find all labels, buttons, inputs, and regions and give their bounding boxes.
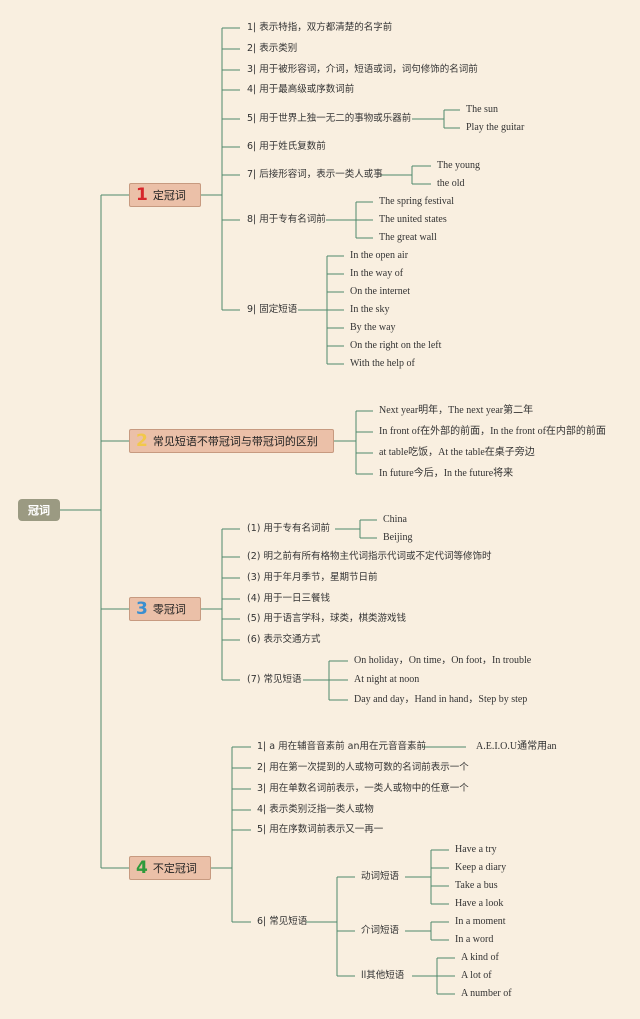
example-leaf[interactable]: Take a bus xyxy=(455,880,498,891)
example-leaf[interactable]: A kind of xyxy=(461,952,499,963)
branch-phrase-difference[interactable]: 2 常见短语不带冠词与带冠词的区别 xyxy=(129,429,334,453)
branch-label: 定冠词 xyxy=(152,189,186,202)
indefinite-item[interactable]: 2| 用在第一次提到的人或物可数的名词前表示一个 xyxy=(257,762,469,773)
indefinite-item[interactable]: 3| 用在单数名词前表示，一类人或物中的任意一个 xyxy=(257,783,469,794)
example-leaf[interactable]: The great wall xyxy=(379,232,437,243)
example-leaf[interactable]: The spring festival xyxy=(379,196,454,207)
example-leaf[interactable]: On the internet xyxy=(350,286,410,297)
branch-number: 1 xyxy=(136,185,148,205)
phrase-group-label[interactable]: ll其他短语 xyxy=(361,970,405,981)
zero-item[interactable]: (7) 常见短语 xyxy=(247,674,302,685)
example-leaf[interactable]: Keep a diary xyxy=(455,862,507,873)
phrase-group-label[interactable]: 动词短语 xyxy=(361,871,400,882)
definite-item[interactable]: 4| 用于最高级或序数词前 xyxy=(247,84,355,95)
zero-item[interactable]: (5) 用于语言学科，球类，棋类游戏钱 xyxy=(247,613,406,624)
example-leaf[interactable]: In the open air xyxy=(350,250,409,261)
example-leaf[interactable]: The young xyxy=(437,160,481,171)
branch-zero-article[interactable]: 3 零冠词 xyxy=(129,597,201,621)
branch-indefinite-article[interactable]: 4 不定冠词 xyxy=(129,856,211,880)
phrase-item[interactable]: at table吃饭，At the table在桌子旁边 xyxy=(379,447,535,458)
example-leaf[interactable]: China xyxy=(383,514,407,525)
root-label: 冠词 xyxy=(28,504,50,517)
example-leaf[interactable]: Beijing xyxy=(383,532,413,543)
example-leaf[interactable]: Play the guitar xyxy=(466,122,525,133)
example-leaf[interactable]: In a word xyxy=(455,934,494,945)
phrase-group-label[interactable]: 介词短语 xyxy=(361,925,400,936)
zero-item[interactable]: (2) 明之前有所有格物主代词指示代词或不定代词等修饰时 xyxy=(247,551,492,562)
definite-item[interactable]: 8| 用于专有名词前 xyxy=(247,214,326,225)
definite-item[interactable]: 1| 表示特指，双方都清楚的名字前 xyxy=(247,22,393,33)
phrase-item[interactable]: In future今后，In the future将来 xyxy=(379,468,514,479)
branch-number: 3 xyxy=(136,599,148,619)
example-leaf[interactable]: the old xyxy=(437,178,465,189)
example-leaf[interactable]: A lot of xyxy=(461,970,492,981)
indefinite-item[interactable]: 5| 用在序数词前表示又一再一 xyxy=(257,824,384,835)
example-leaf[interactable]: The united states xyxy=(379,214,447,225)
zero-item[interactable]: (6) 表示交通方式 xyxy=(247,634,321,645)
branch-label: 零冠词 xyxy=(152,603,186,616)
example-leaf[interactable]: A.E.I.O.U通常用an xyxy=(476,741,557,752)
definite-item[interactable]: 2| 表示类别 xyxy=(247,43,298,54)
example-leaf[interactable]: In the sky xyxy=(350,304,390,315)
phrase-item[interactable]: Next year明年，The next year第二年 xyxy=(379,405,534,416)
example-leaf[interactable]: With the help of xyxy=(350,358,415,369)
example-leaf[interactable]: By the way xyxy=(350,322,396,333)
zero-item[interactable]: (1) 用于专有名词前 xyxy=(247,523,330,534)
root-node[interactable]: 冠词 xyxy=(18,499,60,521)
indefinite-item[interactable]: 1| a 用在辅音音素前 an用在元音音素前 xyxy=(257,741,426,752)
example-leaf[interactable]: A number of xyxy=(461,988,512,999)
example-leaf[interactable]: The sun xyxy=(466,104,498,115)
example-leaf[interactable]: On holiday，On time，On foot，In trouble xyxy=(354,655,532,666)
example-leaf[interactable]: Have a try xyxy=(455,844,497,855)
branch-label: 常见短语不带冠词与带冠词的区别 xyxy=(152,435,318,448)
branch-number: 4 xyxy=(136,858,148,878)
branch-number: 2 xyxy=(136,431,148,451)
example-leaf[interactable]: Have a look xyxy=(455,898,504,909)
example-leaf[interactable]: On the right on the left xyxy=(350,340,442,351)
example-leaf[interactable]: Day and day，Hand in hand，Step by step xyxy=(354,694,528,705)
definite-item[interactable]: 3| 用于被形容词，介词，短语或词，词句修饰的名词前 xyxy=(247,64,478,75)
branch-label: 不定冠词 xyxy=(152,862,197,875)
phrase-item[interactable]: In front of在外部的前面，In the front of在内部的前面 xyxy=(379,426,606,437)
example-leaf[interactable]: At night at noon xyxy=(354,674,420,685)
definite-item[interactable]: 7| 后接形容词，表示一类人或事 xyxy=(247,169,383,180)
example-leaf[interactable]: In a moment xyxy=(455,916,506,927)
indefinite-item[interactable]: 6| 常见短语 xyxy=(257,916,308,927)
definite-item[interactable]: 9| 固定短语 xyxy=(247,304,298,315)
zero-item[interactable]: (4) 用于一日三餐钱 xyxy=(247,593,330,604)
indefinite-item[interactable]: 4| 表示类别泛指一类人或物 xyxy=(257,804,374,815)
definite-item[interactable]: 5| 用于世界上独一无二的事物或乐器前 xyxy=(247,113,412,124)
zero-item[interactable]: (3) 用于年月季节，星期节日前 xyxy=(247,572,378,583)
example-leaf[interactable]: In the way of xyxy=(350,268,404,279)
definite-item[interactable]: 6| 用于姓氏复数前 xyxy=(247,141,326,152)
branch-definite-article[interactable]: 1 定冠词 xyxy=(129,183,201,207)
